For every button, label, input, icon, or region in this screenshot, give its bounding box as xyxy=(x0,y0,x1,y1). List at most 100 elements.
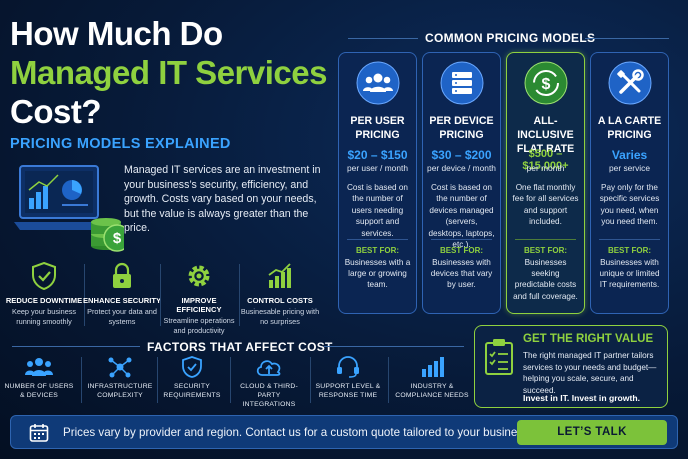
benefit-reduce-downtime: REDUCE DOWNTIME Keep your business runni… xyxy=(4,262,84,326)
page-title-line-1: How Much Do xyxy=(10,15,223,52)
card-price: $500 – $15,000+ xyxy=(522,148,569,172)
lets-talk-button[interactable]: LET’S TALK xyxy=(517,420,667,445)
heading-rule-left xyxy=(348,38,418,39)
card-desc: Cost is based on the number of devices m… xyxy=(428,183,495,250)
factors-heading: FACTORS THAT AFFECT COST xyxy=(147,340,333,354)
benefit-title: ENHANCE SECURITY xyxy=(82,296,162,305)
lock-icon xyxy=(113,262,131,288)
cloud-upload-icon xyxy=(256,360,281,376)
divider xyxy=(157,357,158,403)
heading-rule-right xyxy=(585,38,669,39)
card-price: Varies xyxy=(611,148,648,162)
card-unit: per user / month xyxy=(347,163,408,173)
card-unit: per device / month xyxy=(427,163,496,173)
factor-infrastructure: INFRASTRUCTURE COMPLEXITY xyxy=(85,356,155,400)
server-icon xyxy=(440,61,483,105)
divider xyxy=(84,264,85,326)
card-price: $20 – $150 xyxy=(347,148,408,162)
card-desc: Pay only for the specific services you n… xyxy=(599,183,660,227)
users-icon xyxy=(356,61,399,105)
divider xyxy=(239,264,240,326)
factor-security: SECURITY REQUIREMENTS xyxy=(157,356,227,400)
pricing-card-per-device: PER DEVICE PRICING $30 – $200 per device… xyxy=(422,52,501,314)
divider xyxy=(160,264,161,326)
headset-icon xyxy=(337,356,359,378)
card-price: $30 – $200 xyxy=(431,148,492,162)
divider xyxy=(388,357,389,403)
card-unit: per month xyxy=(526,163,565,173)
card-desc: One flat monthly fee for all services an… xyxy=(512,183,579,227)
benefit-enhance-security: ENHANCE SECURITY Protect your data and s… xyxy=(82,262,162,326)
laptop-chart-illustration: $ xyxy=(14,165,124,252)
pricing-card-flat-rate: $ ALL-INCLUSIVE FLAT RATE $500 – $15,000… xyxy=(506,52,585,314)
divider xyxy=(310,357,311,403)
svg-text:$: $ xyxy=(541,76,550,93)
benefit-desc: Keep your business running smoothly xyxy=(11,307,77,326)
benefit-title: REDUCE DOWNTIME xyxy=(5,296,83,305)
card-unit: per service xyxy=(609,163,650,173)
clipboard-check-icon xyxy=(485,339,513,375)
card-best-for: Businesses with unique or limited IT req… xyxy=(599,258,660,290)
factor-industry-compliance: INDUSTRY & COMPLIANCE NEEDS xyxy=(392,356,472,400)
divider xyxy=(81,357,82,403)
benefit-title: IMPROVE EFFICIENCY xyxy=(176,296,222,314)
card-best-for: Businesses seeking predictable costs and… xyxy=(513,258,578,301)
common-pricing-models-heading: COMMON PRICING MODELS xyxy=(425,31,596,45)
intro-paragraph: Managed IT services are an investment in… xyxy=(124,164,321,235)
card-name: A LA CARTE PRICING xyxy=(597,115,662,141)
right-value-desc: The right managed IT partner tailors ser… xyxy=(523,351,657,395)
shield-check-icon xyxy=(32,262,56,290)
factor-label: CLOUD & THIRD-PARTY INTEGRATIONS xyxy=(240,383,298,408)
card-divider xyxy=(515,239,576,240)
pricing-card-per-user: PER USER PRICING $20 – $150 per user / m… xyxy=(338,52,417,314)
benefit-desc: Streamline operations and productivity xyxy=(163,316,235,335)
bottom-banner: Prices vary by provider and region. Cont… xyxy=(10,415,678,449)
card-desc: Cost is based on the number of users nee… xyxy=(347,183,408,238)
page-title-line-3: Cost? xyxy=(10,93,102,130)
shield-check-icon xyxy=(182,356,202,378)
card-name: PER USER PRICING xyxy=(350,115,405,141)
pricing-models-explained-heading: PRICING MODELS EXPLAINED xyxy=(10,136,231,152)
factor-label: NUMBER OF USERS & DEVICES xyxy=(4,383,74,399)
card-best-for: Businesses with devices that vary by use… xyxy=(430,258,493,290)
card-best-for-label: BEST FOR: xyxy=(523,246,568,255)
card-divider xyxy=(599,239,660,240)
network-icon xyxy=(108,357,132,378)
card-best-for-label: BEST FOR: xyxy=(355,246,400,255)
card-name: PER DEVICE PRICING xyxy=(429,115,494,141)
bottom-message: Prices vary by provider and region. Cont… xyxy=(63,426,533,439)
right-value-title: GET THE RIGHT VALUE xyxy=(523,333,654,345)
factor-label: SUPPORT LEVEL & RESPONSE TIME xyxy=(315,383,381,399)
benefit-desc: Protect your data and systems xyxy=(87,307,157,326)
bar-chart-icon xyxy=(268,263,291,288)
industry-icon xyxy=(422,357,444,377)
factor-users-devices: NUMBER OF USERS & DEVICES xyxy=(4,356,74,400)
tools-icon xyxy=(608,61,651,105)
gear-icon xyxy=(188,265,210,287)
benefit-improve-efficiency: IMPROVE EFFICIENCY Streamline operations… xyxy=(159,262,239,335)
svg-text:$: $ xyxy=(113,230,122,247)
card-divider xyxy=(347,239,408,240)
page-title-line-2: Managed IT Services xyxy=(10,54,327,91)
factors-rule-right xyxy=(324,346,464,347)
right-value-slogan: Invest in IT. Invest in growth. xyxy=(523,393,640,403)
pricing-card-a-la-carte: A LA CARTE PRICING Varies per service Pa… xyxy=(590,52,669,314)
card-divider xyxy=(431,239,492,240)
users-icon xyxy=(25,358,53,376)
factor-label: INDUSTRY & COMPLIANCE NEEDS xyxy=(395,383,469,399)
factor-support-level: SUPPORT LEVEL & RESPONSE TIME xyxy=(313,356,383,400)
benefit-control-costs: CONTROL COSTS Businesable pricing with n… xyxy=(240,262,320,326)
card-best-for-label: BEST FOR: xyxy=(439,246,484,255)
card-best-for: Businesses with a large or growing team. xyxy=(344,258,411,290)
calendar-icon xyxy=(29,424,49,442)
factors-rule-left xyxy=(12,346,140,347)
factor-cloud-integrations: CLOUD & THIRD-PARTY INTEGRATIONS xyxy=(232,356,306,409)
benefit-title: CONTROL COSTS xyxy=(247,296,313,305)
card-best-for-label: BEST FOR: xyxy=(607,246,652,255)
card-name: ALL-INCLUSIVE FLAT RATE xyxy=(516,115,575,155)
benefit-desc: Businesable pricing with no surprises xyxy=(240,307,320,326)
factor-label: INFRASTRUCTURE COMPLEXITY xyxy=(87,383,153,399)
divider xyxy=(230,357,231,403)
factor-label: SECURITY REQUIREMENTS xyxy=(163,383,221,399)
dollar-cycle-icon: $ xyxy=(524,61,567,105)
